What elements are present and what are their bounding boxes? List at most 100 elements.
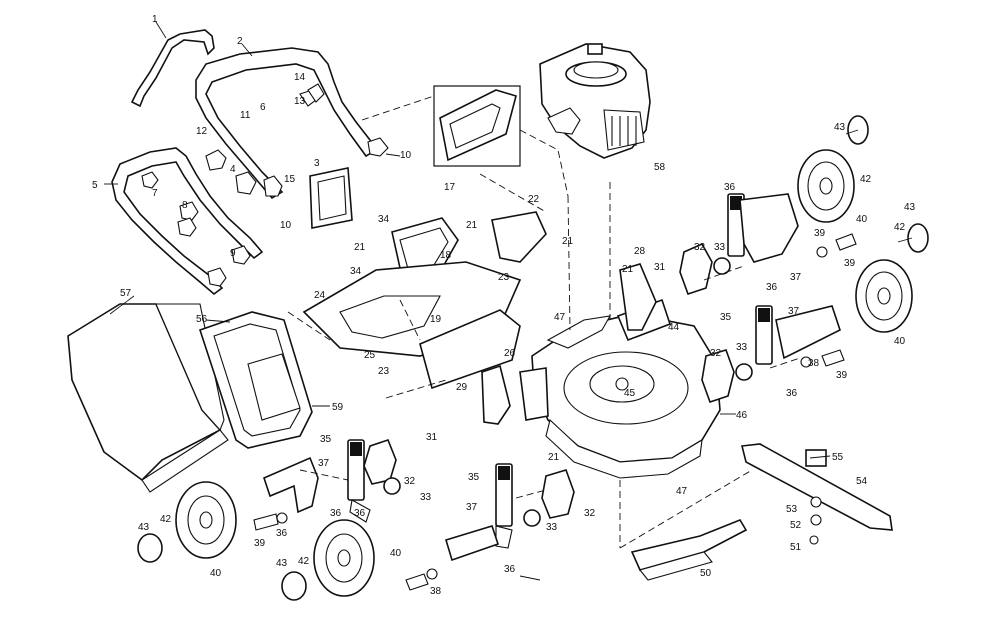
part-wheel-front-lower (855, 223, 929, 333)
callout-42b: 42 (894, 222, 906, 233)
part-grass-bag (67, 303, 229, 493)
callout-12: 12 (196, 126, 208, 137)
callout-45: 45 (624, 388, 636, 399)
callout-31a: 31 (654, 262, 666, 273)
callout-33b: 33 (736, 342, 748, 353)
callout-29: 29 (456, 382, 468, 393)
callout-55: 55 (832, 452, 844, 463)
callout-36d: 36 (276, 528, 288, 539)
callout-21a: 21 (354, 242, 366, 253)
callout-39d: 39 (254, 538, 266, 549)
assembly-guide-lines (287, 95, 801, 549)
callout-36b: 36 (766, 282, 778, 293)
callout-23a: 23 (498, 272, 510, 283)
callout-37d: 37 (466, 502, 478, 513)
part-bracket-22 (491, 211, 547, 263)
part-mower-deck (531, 313, 721, 479)
callout-43a: 43 (834, 122, 846, 133)
part-grass-bag-frame (198, 311, 313, 449)
part-adjuster-plates (363, 242, 753, 527)
part-side-brackets (481, 263, 657, 425)
callout-34b: 34 (350, 266, 362, 277)
callout-36g: 36 (354, 508, 366, 519)
part-height-adjuster-rear-left (263, 439, 371, 523)
callout-36a: 36 (724, 182, 736, 193)
part-wheel-front-upper (797, 115, 869, 223)
callout-35c: 35 (720, 312, 732, 323)
leader-lines (104, 21, 913, 581)
callout-39a: 39 (814, 228, 826, 239)
callout-2: 2 (237, 36, 243, 47)
callout-7: 7 (152, 188, 158, 199)
callout-19: 19 (430, 314, 442, 325)
part-upper-handle-bar (130, 29, 215, 108)
callout-42c: 42 (160, 514, 172, 525)
callout-10a: 10 (400, 150, 412, 161)
part-rear-deflector-box (433, 85, 521, 167)
callout-33a: 33 (714, 242, 726, 253)
callout-32b: 32 (710, 348, 722, 359)
callout-51: 51 (790, 542, 802, 553)
callout-47b: 47 (676, 486, 688, 497)
part-engine (539, 43, 651, 159)
callout-15: 15 (284, 174, 296, 185)
callout-43c: 43 (138, 522, 150, 533)
callout-43d: 43 (276, 558, 288, 569)
callout-52: 52 (790, 520, 802, 531)
callout-39b: 39 (844, 258, 856, 269)
callout-37c: 37 (318, 458, 330, 469)
callout-56: 56 (196, 314, 208, 325)
callout-36c: 36 (786, 388, 798, 399)
callout-36e: 36 (330, 508, 342, 519)
callout-47a: 47 (554, 312, 566, 323)
part-blade (741, 443, 893, 545)
callout-35b: 35 (468, 472, 480, 483)
callout-23b: 23 (378, 366, 390, 377)
callout-11: 11 (240, 110, 251, 121)
part-rear-flap (419, 309, 521, 390)
callout-3: 3 (314, 158, 320, 169)
callout-labels: 1 2 3 4 5 6 7 8 9 10 10 11 12 13 14 15 1… (92, 14, 916, 597)
callout-53: 53 (786, 504, 798, 515)
part-lower-handle (111, 147, 264, 296)
callout-6: 6 (260, 102, 266, 113)
part-height-adjuster-rear-right (445, 463, 513, 562)
callout-33d: 33 (546, 522, 558, 533)
callout-42d: 42 (298, 556, 310, 567)
callout-58: 58 (654, 162, 666, 173)
callout-35a: 35 (320, 434, 332, 445)
callout-21d: 21 (622, 264, 634, 275)
callout-32d: 32 (584, 508, 596, 519)
part-bracket (309, 167, 353, 229)
callout-1: 1 (152, 14, 158, 25)
part-height-adjuster-front-upper (727, 193, 799, 263)
callout-10b: 10 (280, 220, 292, 231)
part-wheel-rear-left (137, 481, 237, 563)
callout-5: 5 (92, 180, 98, 191)
callout-44: 44 (668, 322, 680, 333)
callout-21b: 21 (466, 220, 478, 231)
callout-38b: 38 (430, 586, 442, 597)
callout-37a: 37 (790, 272, 802, 283)
callout-26: 26 (504, 348, 516, 359)
callout-46: 46 (736, 410, 748, 421)
callout-21e: 21 (548, 452, 560, 463)
callout-38a: 38 (808, 358, 820, 369)
callout-24: 24 (314, 290, 326, 301)
callout-43b: 43 (904, 202, 916, 213)
callout-34a: 34 (378, 214, 390, 225)
callout-13: 13 (294, 96, 306, 107)
callout-42a: 42 (860, 174, 872, 185)
callout-8: 8 (182, 200, 188, 211)
callout-40d: 40 (390, 548, 402, 559)
callout-40b: 40 (894, 336, 906, 347)
callout-59: 59 (332, 402, 344, 413)
callout-33c: 33 (420, 492, 432, 503)
callout-37b: 37 (788, 306, 800, 317)
callout-32a: 32 (694, 242, 706, 253)
callout-22: 22 (528, 194, 540, 205)
callout-54: 54 (856, 476, 868, 487)
part-height-adjuster-front-lower (755, 305, 841, 365)
callout-40a: 40 (856, 214, 868, 225)
callout-39c: 39 (836, 370, 848, 381)
